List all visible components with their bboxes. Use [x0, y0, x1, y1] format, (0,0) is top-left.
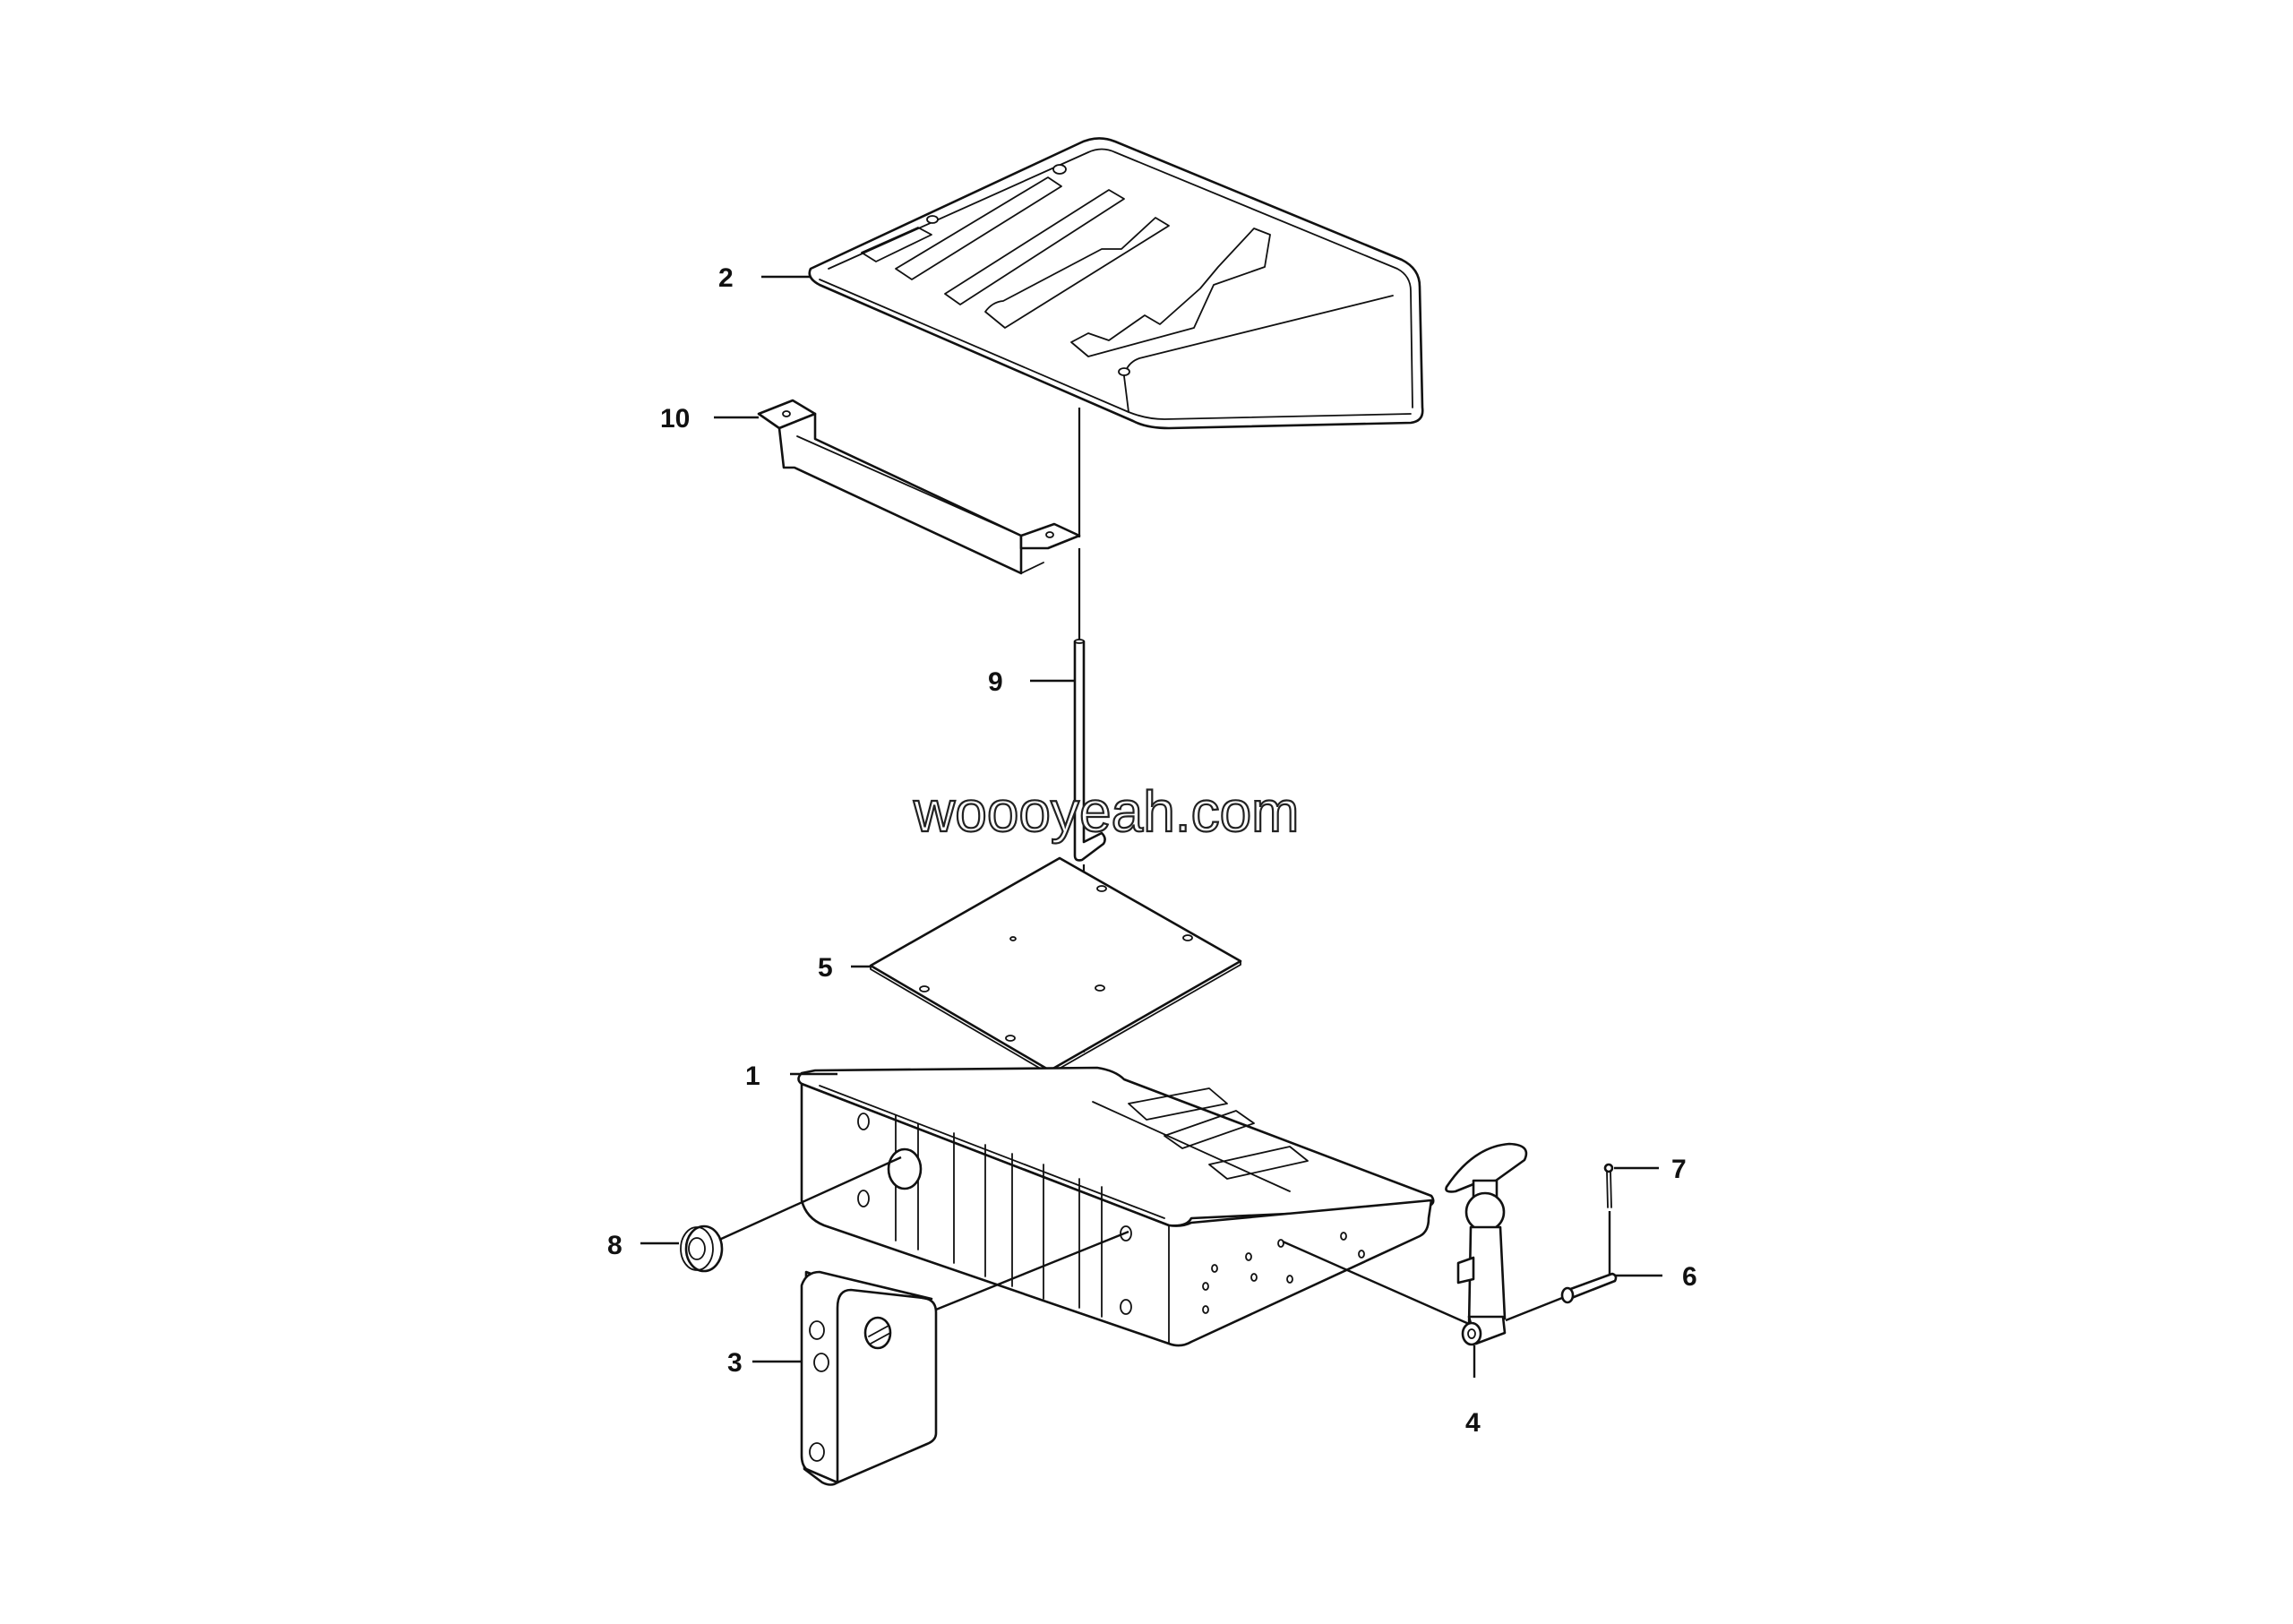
callout-6: 6 — [1615, 1262, 1697, 1292]
part-hook-rod — [1073, 639, 1106, 862]
callout-2: 2 — [718, 263, 811, 293]
callout-4: 4 — [1465, 1345, 1481, 1438]
watermark-text: woooyeah.com — [913, 779, 1299, 844]
callout-10: 10 — [660, 404, 759, 434]
part-cotter-pin — [1603, 1163, 1614, 1274]
callout-label-9: 9 — [988, 667, 1003, 697]
callout-label-3: 3 — [727, 1348, 743, 1378]
callout-label-8: 8 — [607, 1231, 623, 1260]
callout-label-2: 2 — [718, 263, 734, 293]
part-base-plate — [869, 856, 1242, 1075]
part-battery-tray — [797, 1066, 1435, 1347]
callout-label-1: 1 — [745, 1061, 760, 1091]
callout-label-10: 10 — [660, 404, 690, 434]
callout-3: 3 — [727, 1348, 802, 1378]
callout-label-6: 6 — [1682, 1262, 1697, 1292]
callout-label-7: 7 — [1671, 1155, 1687, 1184]
callout-label-4: 4 — [1465, 1408, 1481, 1438]
part-grommet-nut — [680, 1156, 902, 1273]
part-mounting-block — [800, 1230, 1129, 1486]
part-hold-down-bracket — [757, 399, 1081, 575]
callout-5: 5 — [818, 953, 871, 983]
callout-7: 7 — [1614, 1155, 1687, 1184]
part-battery-cover — [808, 137, 1424, 430]
part-pin — [1505, 1272, 1618, 1322]
part-t-handle-latch — [1282, 1142, 1528, 1346]
callout-9: 9 — [988, 667, 1075, 697]
callout-1: 1 — [745, 1061, 837, 1091]
callout-label-5: 5 — [818, 953, 833, 983]
callout-8: 8 — [607, 1231, 679, 1260]
